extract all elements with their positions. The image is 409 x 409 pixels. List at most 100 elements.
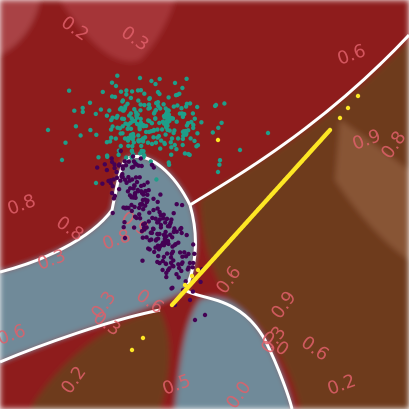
scatter-point [140, 197, 146, 203]
scatter-point [149, 141, 155, 147]
scatter-point [143, 123, 149, 129]
scatter-point [190, 111, 196, 116]
scatter-point [194, 144, 199, 149]
scatter-point [265, 130, 271, 136]
scatter-point [184, 232, 189, 238]
scatter-point [160, 241, 165, 246]
scatter-point [109, 135, 114, 140]
scatter-point [155, 220, 160, 225]
scatter-point [156, 133, 162, 139]
scatter-point [153, 140, 159, 145]
scatter-point [137, 75, 143, 81]
scatter-point [147, 210, 152, 215]
scatter-point [143, 203, 148, 208]
scatter-point [142, 221, 148, 226]
scatter-point [175, 103, 180, 108]
scatter-point [155, 231, 160, 237]
scatter-point [153, 107, 159, 113]
scatter-point [137, 216, 143, 221]
scatter-point [237, 147, 243, 153]
scatter-point [134, 215, 139, 221]
scatter-point [129, 149, 135, 154]
scatter-point [73, 124, 79, 129]
scatter-point [151, 165, 156, 170]
scatter-point [118, 89, 124, 94]
scatter-point [172, 242, 177, 248]
scatter-point [151, 207, 156, 213]
scatter-point [150, 226, 156, 231]
scatter-point [146, 219, 151, 224]
scatter-point [136, 98, 141, 103]
scatter-point [146, 102, 152, 107]
scatter-point [191, 122, 196, 128]
scatter-point [192, 251, 197, 256]
scatter-point [216, 125, 221, 130]
scatter-point [141, 149, 146, 154]
scatter-point [129, 89, 135, 94]
scatter-point [174, 272, 179, 277]
scatter-point [144, 199, 149, 205]
scatter-point [147, 247, 152, 252]
scatter-point [166, 112, 172, 117]
scatter-point [175, 92, 180, 98]
scatter-point [151, 127, 157, 133]
scatter-point [195, 267, 201, 273]
scatter-point [122, 159, 128, 164]
scatter-point [123, 206, 128, 211]
scatter-point [122, 177, 128, 182]
scatter-point [337, 115, 343, 121]
scatter-point [163, 132, 168, 137]
scatter-point [129, 208, 134, 214]
scatter-point [202, 312, 208, 318]
scatter-point [164, 274, 169, 280]
scatter-point [192, 116, 197, 121]
scatter-point [183, 128, 188, 134]
scatter-point [72, 108, 77, 113]
scatter-point [169, 145, 174, 150]
scatter-point [108, 127, 114, 132]
scatter-point [183, 279, 188, 284]
scatter-point [138, 116, 143, 122]
scatter-point [166, 162, 172, 167]
scatter-point [104, 113, 110, 118]
scatter-point [95, 165, 100, 170]
scatter-point [134, 115, 140, 120]
scatter-point [139, 202, 145, 207]
scatter-point [156, 253, 161, 259]
scatter-point [114, 169, 119, 175]
scatter-point [98, 107, 104, 112]
scatter-point [144, 235, 149, 240]
scatter-point [113, 83, 119, 89]
scatter-point [155, 127, 160, 132]
scatter-point [129, 195, 134, 200]
scatter-point [186, 251, 191, 257]
scatter-point [176, 275, 181, 280]
scatter-point [143, 188, 148, 194]
scatter-point [138, 102, 143, 107]
scatter-point [131, 159, 137, 164]
scatter-point [157, 76, 162, 82]
scatter-point [138, 108, 143, 113]
scatter-point [100, 181, 105, 186]
scatter-point [195, 131, 200, 136]
scatter-point [184, 76, 189, 82]
scatter-point [150, 215, 155, 221]
region-slate-bottom [175, 297, 292, 409]
scatter-point [180, 142, 185, 148]
scatter-points [45, 73, 361, 353]
scatter-point [142, 91, 147, 96]
scatter-point [192, 317, 198, 323]
scatter-point [112, 165, 117, 171]
scatter-point [93, 180, 99, 186]
scatter-point [122, 220, 127, 225]
scatter-point [131, 225, 137, 230]
scatter-point [145, 180, 150, 185]
scatter-point [115, 125, 120, 130]
scatter-point [168, 255, 174, 260]
scatter-point [171, 211, 176, 216]
scatter-point [104, 167, 110, 173]
scatter-point [124, 92, 129, 97]
scatter-point [153, 116, 158, 121]
scatter-point [115, 73, 120, 78]
scatter-point [128, 95, 134, 101]
